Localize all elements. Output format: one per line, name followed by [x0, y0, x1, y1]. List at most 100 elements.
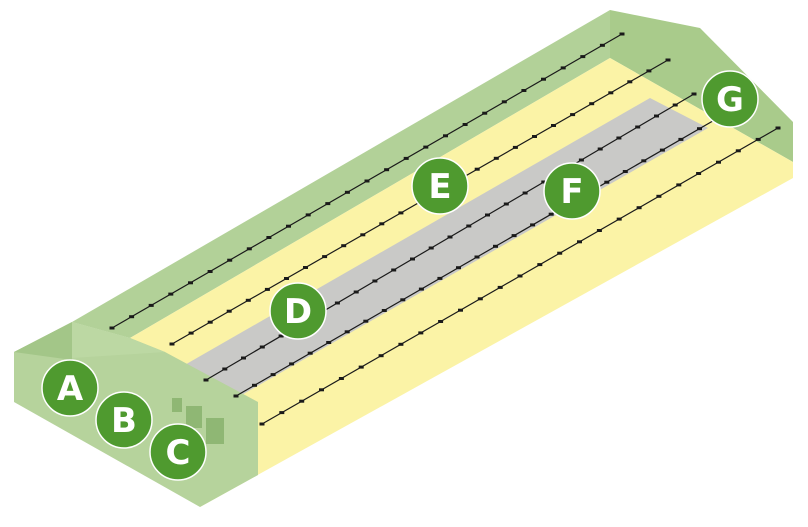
light-fixture: [532, 135, 537, 138]
light-fixture: [299, 399, 305, 403]
marker-group: ABC D E F G: [41, 70, 759, 481]
light-fixture: [284, 277, 289, 280]
light-fixture: [443, 134, 448, 138]
marker-b: B: [95, 391, 153, 449]
light-fixture: [493, 244, 498, 248]
light-fixture: [597, 147, 603, 151]
light-fixture: [341, 244, 347, 248]
equipment-box: [186, 406, 202, 428]
light-fixture: [599, 43, 605, 47]
light-fixture: [338, 377, 344, 380]
light-fixture: [252, 383, 257, 387]
light-fixture: [227, 258, 233, 262]
light-fixture: [207, 320, 213, 324]
near-gable-shade: [14, 322, 72, 360]
light-fixture: [266, 236, 272, 239]
light-fixture: [241, 356, 246, 360]
light-fixture: [400, 298, 406, 302]
light-fixture: [289, 362, 295, 366]
light-fixture: [391, 268, 397, 272]
light-fixture: [485, 213, 490, 217]
light-fixture: [659, 148, 665, 152]
marker-label: F: [560, 172, 583, 212]
marker-circle: [41, 359, 99, 417]
light-fixture: [278, 334, 284, 338]
marker-label: G: [716, 80, 744, 120]
light-fixture: [541, 180, 547, 184]
light-fixture: [358, 365, 364, 369]
light-fixture: [604, 180, 610, 184]
light-fixture: [322, 255, 328, 259]
light-fixture: [654, 114, 659, 118]
light-fixture: [259, 422, 265, 426]
light-fixture: [560, 66, 566, 70]
light-fixture: [233, 394, 239, 398]
light-fixture: [512, 145, 518, 149]
light-fixture: [398, 342, 404, 346]
light-fixture: [410, 257, 415, 261]
marker-label: C: [166, 433, 191, 473]
light-fixture: [168, 292, 174, 296]
marker-label: A: [57, 369, 84, 409]
light-fixture: [286, 224, 291, 228]
light-fixture: [319, 388, 324, 392]
light-fixture: [364, 179, 370, 183]
equipment-box: [206, 418, 224, 444]
light-fixture: [608, 91, 614, 95]
marker-a: A: [41, 359, 99, 417]
light-fixture: [129, 315, 135, 319]
light-fixture: [596, 229, 602, 232]
marker-circle: [411, 157, 469, 215]
light-fixture: [222, 367, 228, 371]
light-fixture: [622, 170, 628, 173]
light-fixture: [188, 331, 194, 335]
light-fixture: [169, 342, 175, 346]
marker-e: E: [411, 157, 469, 215]
light-fixture: [188, 281, 193, 285]
light-fixture: [303, 266, 308, 269]
light-fixture: [775, 126, 781, 130]
light-fixture: [418, 287, 424, 291]
light-fixture: [264, 287, 270, 291]
light-fixture: [665, 58, 671, 62]
light-fixture: [207, 270, 213, 273]
light-fixture: [325, 202, 331, 206]
light-fixture: [503, 202, 509, 206]
light-fixture: [656, 194, 662, 198]
light-fixture: [548, 212, 554, 216]
light-fixture: [580, 55, 586, 59]
light-fixture: [676, 183, 682, 187]
marker-g: G: [701, 70, 759, 128]
light-fixture: [363, 319, 369, 323]
light-fixture: [423, 145, 429, 149]
marker-label: D: [284, 292, 312, 332]
light-fixture: [326, 341, 332, 344]
marker-circle: [149, 423, 207, 481]
light-fixture: [497, 285, 503, 289]
light-fixture: [716, 160, 721, 164]
far-end-wall: [610, 10, 793, 162]
light-fixture: [696, 172, 702, 175]
light-fixture: [578, 158, 584, 162]
light-fixture: [245, 298, 251, 302]
marker-circle: [269, 282, 327, 340]
light-fixture: [474, 167, 480, 171]
light-fixture: [511, 234, 517, 238]
light-fixture: [279, 411, 285, 415]
light-fixture: [437, 276, 443, 280]
light-fixture: [589, 102, 595, 106]
light-fixture: [557, 251, 563, 255]
light-fixture: [379, 222, 385, 226]
light-fixture: [501, 100, 507, 104]
light-fixture: [226, 309, 232, 313]
light-fixture: [570, 113, 576, 117]
marker-f: F: [543, 162, 601, 220]
marker-c: C: [149, 423, 207, 481]
light-fixture: [616, 217, 622, 221]
light-fixture: [344, 190, 350, 194]
light-fixture: [148, 303, 154, 307]
light-fixture: [697, 127, 702, 131]
near-gable-roofline: [72, 322, 165, 358]
